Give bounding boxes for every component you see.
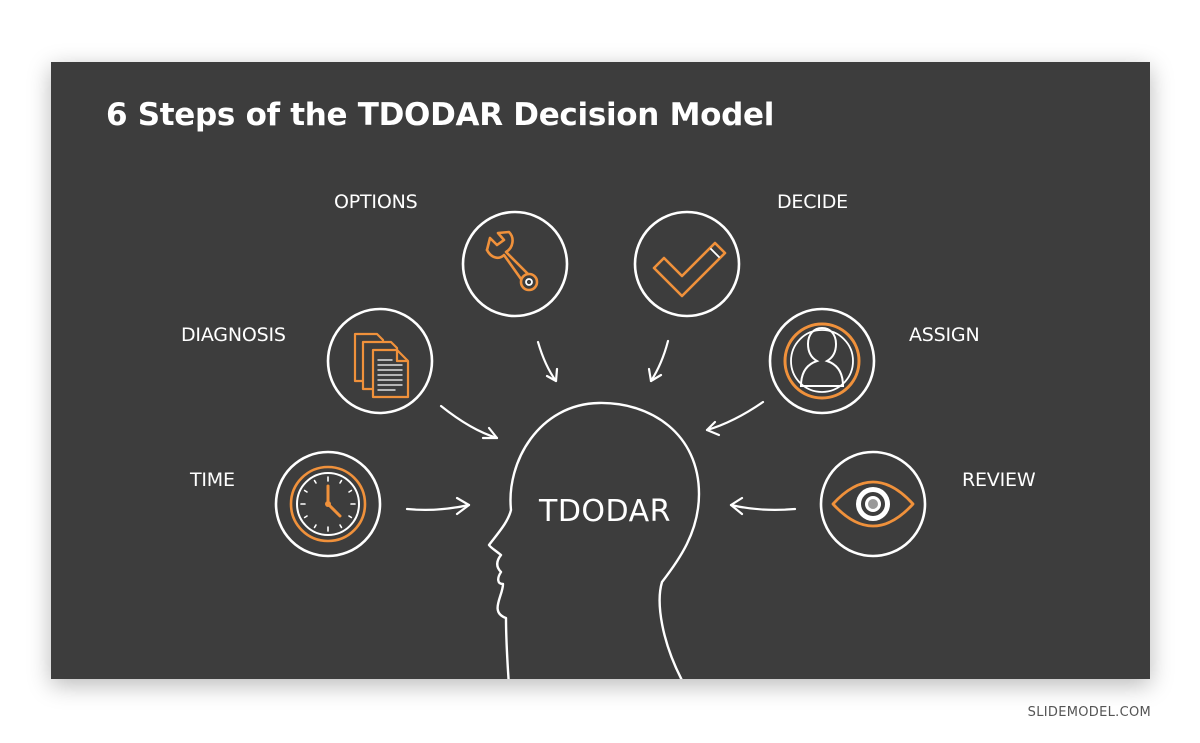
clock-icon [289,465,367,543]
step-review-circle[interactable] [819,450,927,558]
documents-icon [353,332,410,399]
arrow-review [729,496,797,516]
center-label: TDODAR [539,494,671,529]
arrow-options [536,340,559,383]
watermark: SLIDEMODEL.COM [1027,705,1151,720]
user-icon [783,322,861,400]
eye-icon [831,480,915,528]
step-assign-circle[interactable] [768,307,876,415]
checkmark-icon [652,241,727,298]
label-decide: DECIDE [777,191,848,213]
diagram [274,210,927,679]
label-review: REVIEW [962,469,1036,491]
head-outline [487,401,701,679]
slide-title: 6 Steps of the TDODAR Decision Model [106,97,775,133]
label-time: TIME [190,469,235,491]
arrow-assign [705,400,765,437]
step-time-circle[interactable] [274,450,382,558]
slide: 6 Steps of the TDODAR Decision Model [51,62,1150,679]
arrow-time [405,496,471,516]
step-decide-circle[interactable] [633,210,741,318]
arrow-decide [647,339,670,383]
label-diagnosis: DIAGNOSIS [181,324,286,346]
label-options: OPTIONS [334,191,418,213]
step-diagnosis-circle[interactable] [326,307,434,415]
label-assign: ASSIGN [909,324,980,346]
arrow-diagnosis [439,404,499,440]
wrench-icon [485,230,539,292]
step-options-circle[interactable] [461,210,569,318]
